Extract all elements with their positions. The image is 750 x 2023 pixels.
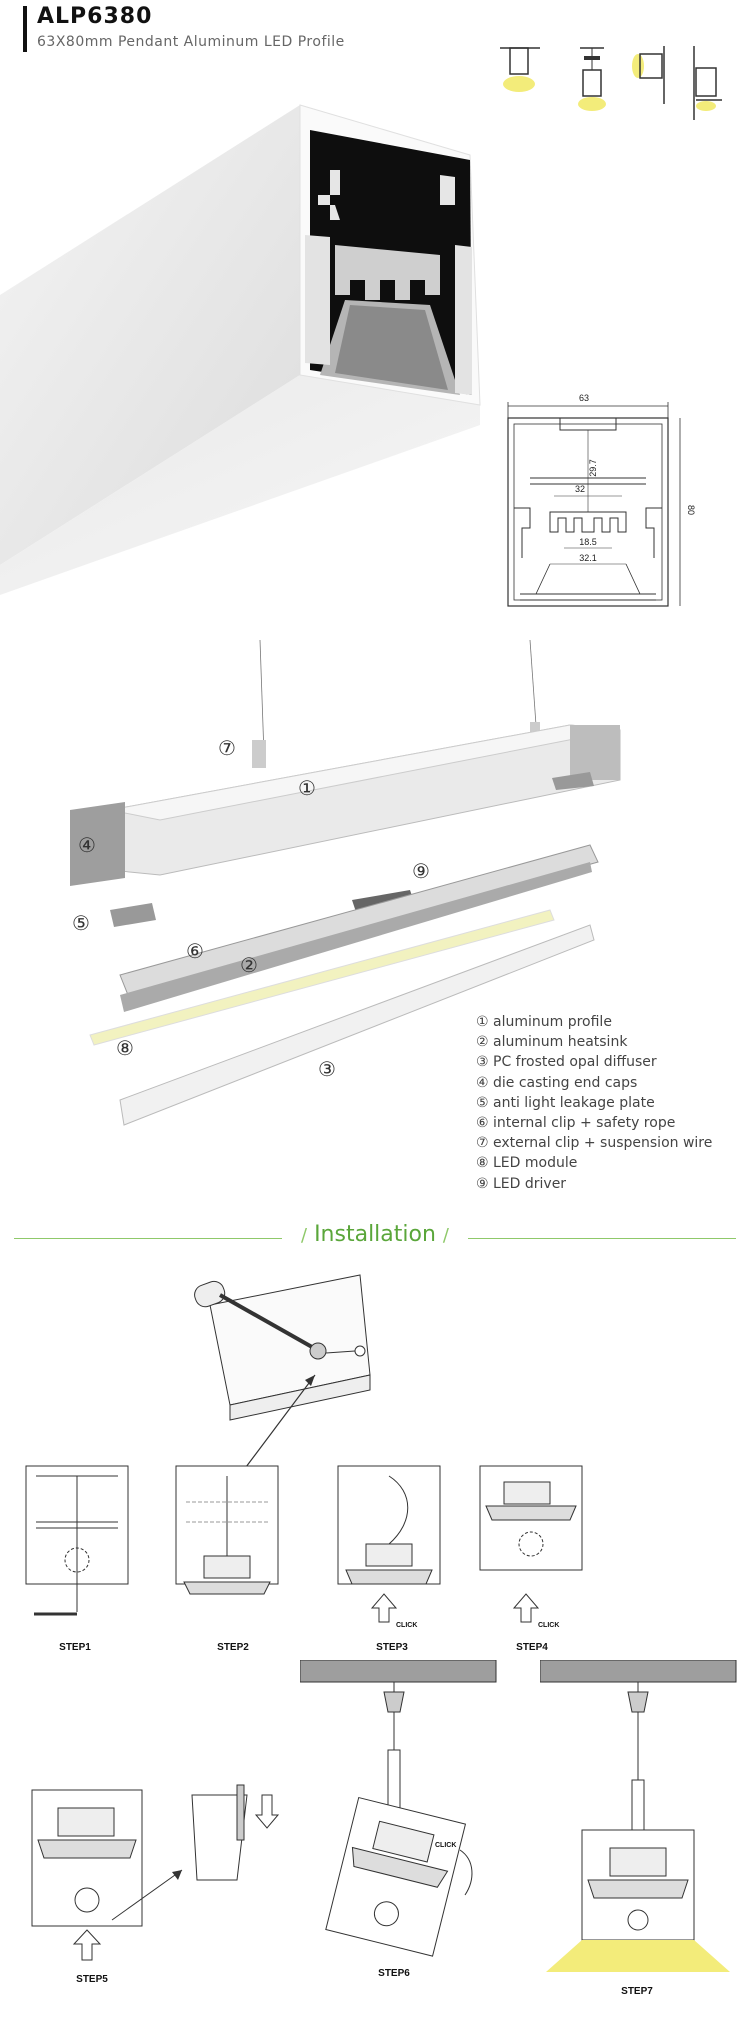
dim-inner-width: 32 bbox=[575, 484, 585, 494]
step3-label: STEP3 bbox=[376, 1642, 408, 1653]
legend-item: ⑧ LED module bbox=[476, 1155, 578, 1172]
end-cap-detail bbox=[194, 1274, 371, 1421]
product-subtitle: 63X80mm Pendant Aluminum LED Profile bbox=[37, 34, 345, 50]
dim-height: 80 bbox=[686, 505, 696, 515]
step1-label: STEP1 bbox=[59, 1642, 91, 1653]
click-label-step6: CLICK bbox=[435, 1842, 457, 1849]
step7-label: STEP7 bbox=[621, 1986, 653, 1997]
step3-illustration bbox=[337, 1465, 441, 1623]
dim-depth: 29.7 bbox=[588, 459, 598, 477]
legend-item: ② aluminum heatsink bbox=[476, 1034, 628, 1051]
step2-label: STEP2 bbox=[217, 1642, 249, 1653]
legend-item: ③ PC frosted opal diffuser bbox=[476, 1054, 657, 1071]
step6-illustration bbox=[300, 1660, 497, 1957]
wall-up-down-icon bbox=[693, 46, 722, 120]
component-legend: ① aluminum profile ② aluminum heatsink ③… bbox=[476, 1012, 712, 1194]
callout-5: ⑤ bbox=[72, 911, 90, 935]
installation-title: Installation bbox=[314, 1222, 436, 1247]
callout-7: ⑦ bbox=[218, 736, 236, 760]
step6-label: STEP6 bbox=[378, 1968, 410, 1979]
slash-right: / bbox=[442, 1225, 449, 1246]
exploded-view: ① ② ③ ④ ⑤ ⑥ ⑦ ⑧ ⑨ bbox=[70, 640, 621, 1126]
dim-width: 63 bbox=[579, 393, 589, 403]
pendant-mount-icon bbox=[578, 47, 606, 111]
step2-illustration bbox=[175, 1465, 279, 1595]
callout-4: ④ bbox=[78, 833, 96, 857]
divider-right bbox=[468, 1238, 736, 1239]
callout-2: ② bbox=[240, 953, 258, 977]
legend-item: ① aluminum profile bbox=[476, 1014, 612, 1030]
legend-item: ⑦ external clip + suspension wire bbox=[476, 1135, 713, 1152]
profile-render bbox=[0, 104, 481, 595]
callout-1: ① bbox=[298, 776, 316, 800]
step5-illustration bbox=[31, 1784, 280, 1961]
installation-heading: / Installation / bbox=[0, 1222, 750, 1247]
legend-item: ⑨ LED driver bbox=[476, 1175, 567, 1192]
product-title: ALP6380 bbox=[37, 4, 153, 29]
legend-item: ④ die casting end caps bbox=[476, 1074, 638, 1091]
callout-8: ⑧ bbox=[116, 1036, 134, 1060]
step4-label: STEP4 bbox=[516, 1642, 548, 1653]
legend-item: ⑥ internal clip + safety rope bbox=[476, 1115, 676, 1132]
wall-mount-icon bbox=[632, 46, 665, 104]
divider-left bbox=[14, 1238, 282, 1239]
recessed-mount-icon bbox=[500, 47, 540, 92]
legend-item: ⑤ anti light leakage plate bbox=[476, 1094, 655, 1111]
dimension-drawing: 63 80 29.7 32 18.5 32.1 bbox=[507, 393, 696, 607]
step5-label: STEP5 bbox=[76, 1974, 108, 1985]
detail-pointer-arrow bbox=[239, 1374, 316, 1476]
callout-3: ③ bbox=[318, 1057, 336, 1081]
step7-illustration bbox=[540, 1660, 737, 1972]
slash-left: / bbox=[300, 1225, 308, 1246]
step4-illustration bbox=[479, 1465, 583, 1623]
click-label-step4: CLICK bbox=[538, 1622, 560, 1629]
title-accent-bar bbox=[23, 6, 27, 52]
step1-illustration bbox=[25, 1465, 129, 1616]
click-label-step3: CLICK bbox=[396, 1622, 418, 1629]
dim-led-width: 18.5 bbox=[579, 537, 597, 547]
callout-6: ⑥ bbox=[186, 939, 204, 963]
callout-9: ⑨ bbox=[412, 859, 430, 883]
dim-heatsink-width: 32.1 bbox=[579, 553, 597, 563]
